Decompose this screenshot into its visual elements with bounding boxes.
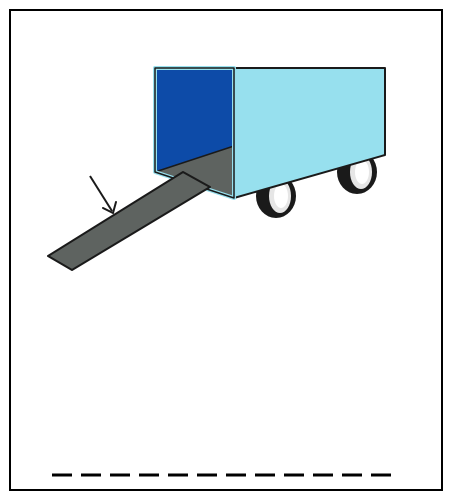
picture-card [0, 0, 452, 496]
